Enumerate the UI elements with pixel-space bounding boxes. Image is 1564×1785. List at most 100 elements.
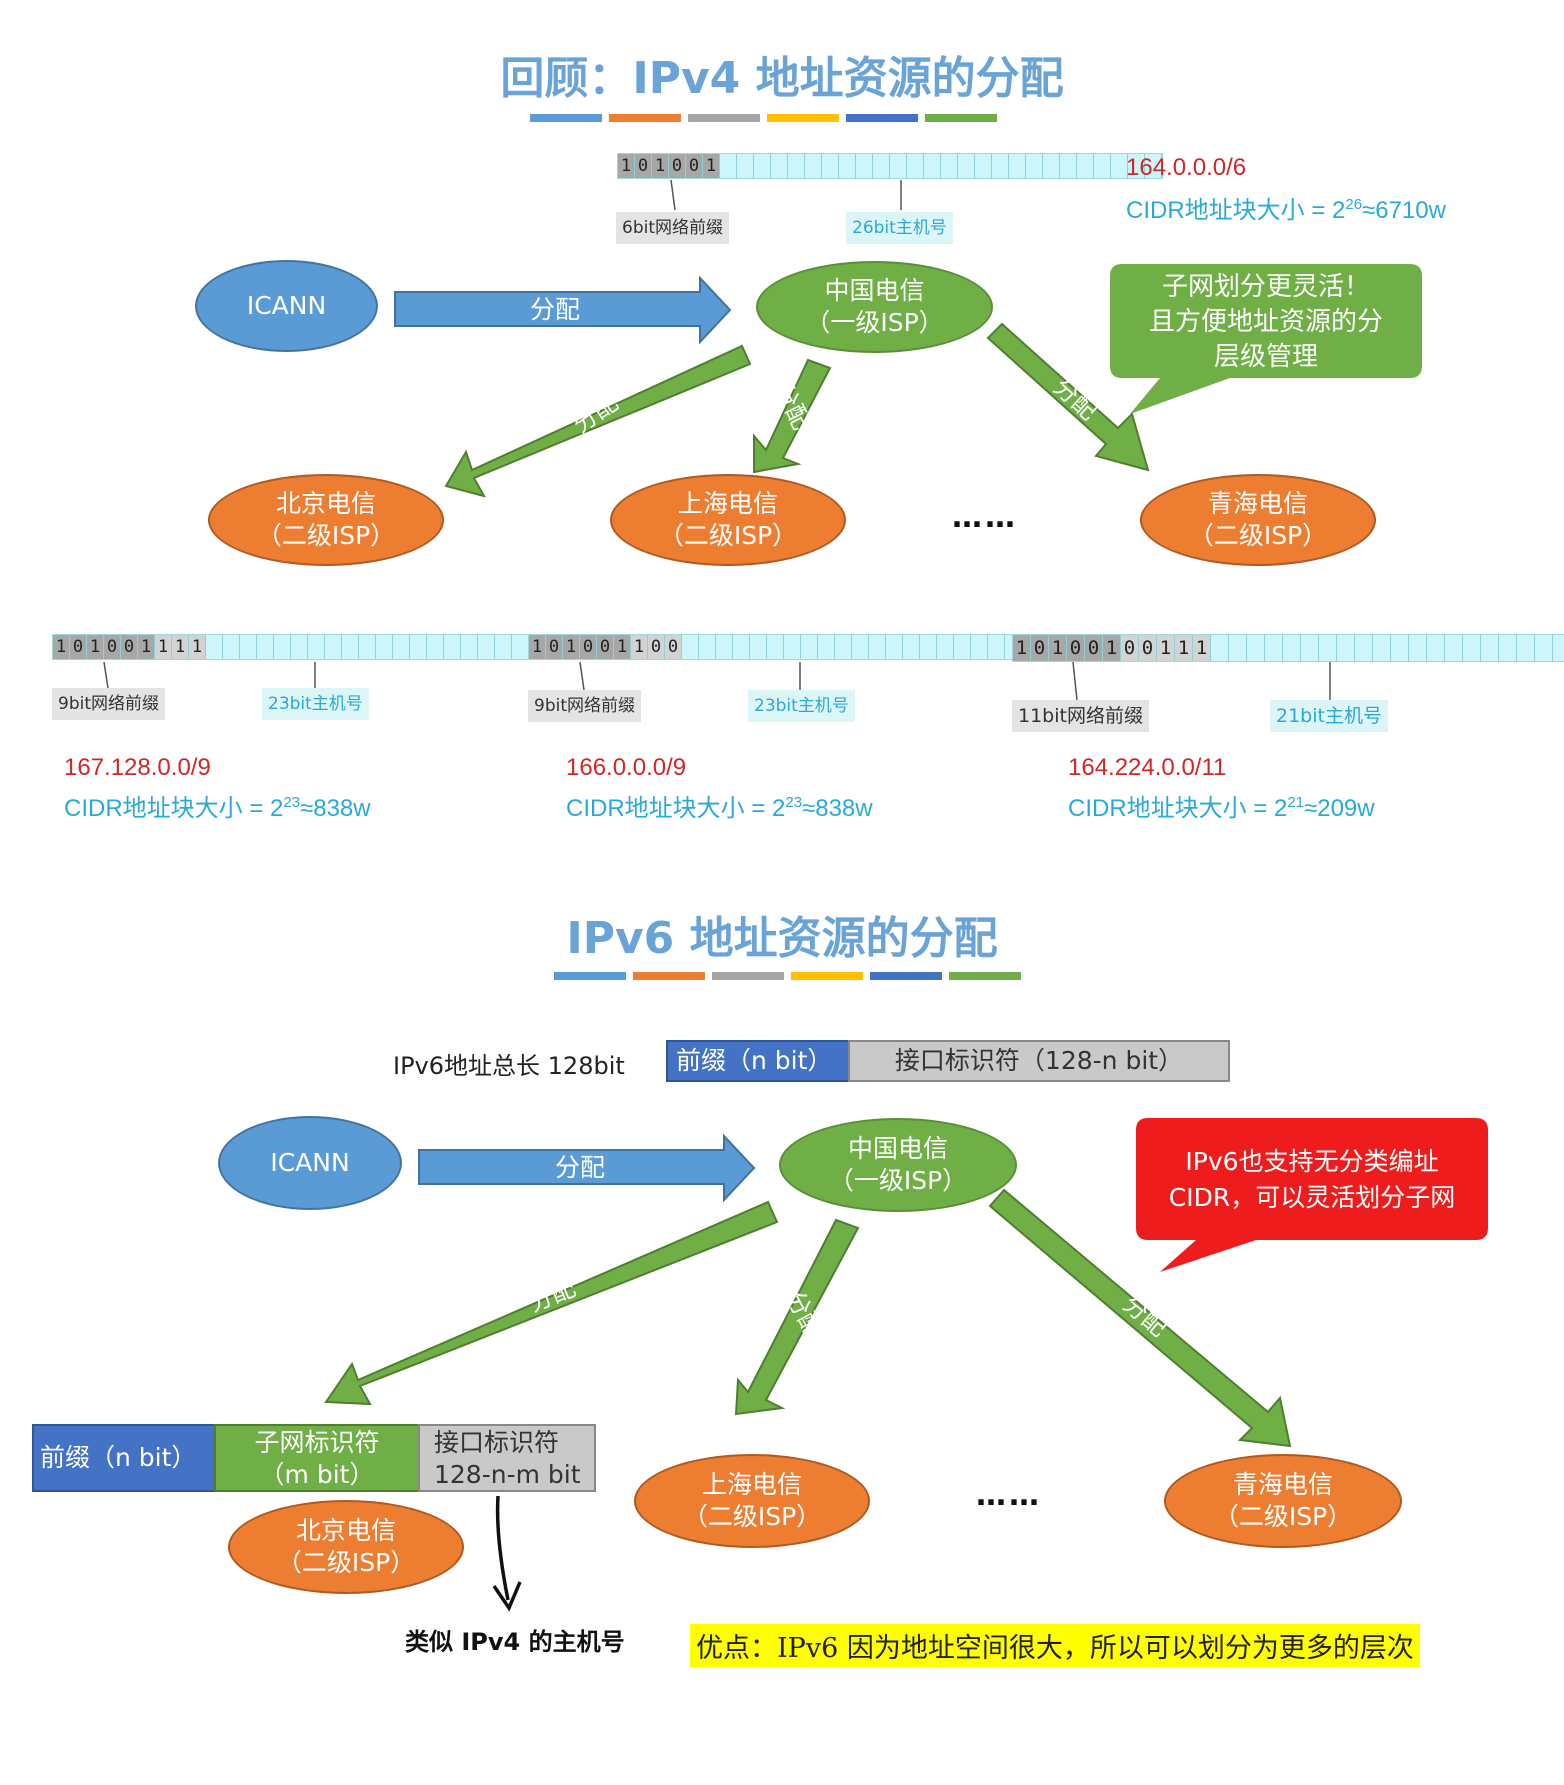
bit-cell: 0 <box>70 635 87 659</box>
bit-cell <box>1128 154 1145 178</box>
bit-cell <box>1427 635 1445 661</box>
title-stripe <box>609 114 681 122</box>
ipv6-callout-bubble <box>1136 1118 1488 1272</box>
title-stripe <box>633 972 705 980</box>
bit-cell <box>733 635 750 659</box>
ipv6-icann-node: ICANN <box>218 1116 402 1210</box>
title-stripe <box>688 114 760 122</box>
ipv4-callout-bubble <box>1110 264 1422 414</box>
bit-cell <box>291 635 308 659</box>
bit-cell <box>992 154 1009 178</box>
bit-cell <box>1229 635 1247 661</box>
bit-cell <box>754 154 771 178</box>
bit-cell: 1 <box>189 635 206 659</box>
bit-cell <box>958 154 975 178</box>
bit-cell <box>274 635 291 659</box>
bit-cell <box>886 635 903 659</box>
ipv6-ellipsis: …… <box>976 1478 1042 1513</box>
top-host-label: 26bit主机号 <box>846 212 953 244</box>
sub0-cidr: 167.128.0.0/9 <box>64 754 211 781</box>
bit-cell <box>1094 154 1111 178</box>
ipv4-node-beijing: 北京电信（二级ISP） <box>208 474 444 566</box>
bit-cell <box>325 635 342 659</box>
bit-cell <box>699 635 716 659</box>
bit-cell: 0 <box>665 635 682 659</box>
sub0-prefix-label: 9bit网络前缀 <box>52 688 165 720</box>
bit-cell <box>308 635 325 659</box>
bit-cell <box>805 154 822 178</box>
bit-cell: 1 <box>614 635 631 659</box>
sub0-size: CIDR地址块大小 = 223≈838w <box>64 794 371 822</box>
title-stripe <box>791 972 863 980</box>
ipv4-node-qinghai: 青海电信（二级ISP） <box>1140 474 1376 566</box>
bit-cell: 0 <box>597 635 614 659</box>
sub-prefix-segment: 前缀（n bit） <box>32 1424 216 1492</box>
ipv6-arrow-to-qinghai <box>988 1188 1292 1448</box>
bit-cell <box>1499 635 1517 661</box>
bit-cell <box>1043 154 1060 178</box>
sub1-host-label: 23bit主机号 <box>748 690 855 722</box>
bit-cell: 1 <box>155 635 172 659</box>
sub0-host-label: 23bit主机号 <box>262 688 369 720</box>
bit-cell <box>852 635 869 659</box>
bit-cell <box>1301 635 1319 661</box>
bit-cell: 1 <box>172 635 189 659</box>
title-stripe <box>712 972 784 980</box>
bit-cell: 1 <box>652 154 669 178</box>
bit-cell <box>1009 154 1026 178</box>
bit-cell <box>920 635 937 659</box>
bit-cell <box>801 635 818 659</box>
bit-cell <box>461 635 478 659</box>
bit-cell <box>444 635 461 659</box>
bit-cell <box>1535 635 1553 661</box>
sub1-size: CIDR地址块大小 = 223≈838w <box>566 794 873 822</box>
ipv6-title: IPv6 地址资源的分配 <box>566 913 998 964</box>
bit-cell <box>206 635 223 659</box>
arrow-to-shanghai <box>753 358 832 474</box>
bit-cell <box>478 635 495 659</box>
bit-cell <box>1445 635 1463 661</box>
subnet-id-segment: 子网标识符 （m bit） <box>214 1424 420 1492</box>
bit-cell <box>1409 635 1427 661</box>
bit-cell: 0 <box>1085 635 1103 661</box>
bit-cell <box>495 635 512 659</box>
title-stripe <box>846 114 918 122</box>
bit-cell: 0 <box>104 635 121 659</box>
bit-cell: 0 <box>1031 635 1049 661</box>
bit-cell <box>1517 635 1535 661</box>
top-cidr-size: CIDR地址块大小 = 226≈6710w <box>1126 196 1446 224</box>
bit-cell: 1 <box>618 154 635 178</box>
bit-cell <box>1145 154 1162 178</box>
ipv6-assign-label: 分配 <box>555 1153 605 1182</box>
bit-cell <box>788 154 805 178</box>
bit-cell <box>1111 154 1128 178</box>
ipv4-assign-arrow <box>394 275 732 345</box>
ipv4-title: 回顾：IPv4 地址资源的分配 <box>500 53 1064 104</box>
ipv6-arrow-to-beijing <box>324 1200 779 1406</box>
bit-cell <box>767 635 784 659</box>
arrow-to-beijing <box>444 344 752 498</box>
bit-cell <box>873 154 890 178</box>
bit-cell: 1 <box>87 635 104 659</box>
bit-cell: 0 <box>669 154 686 178</box>
bit-cell <box>716 635 733 659</box>
bit-cell: 0 <box>686 154 703 178</box>
top-prefix-leader <box>670 179 676 211</box>
title-stripe <box>925 114 997 122</box>
bit-cell <box>223 635 240 659</box>
bit-cell <box>342 635 359 659</box>
bit-cell: 1 <box>53 635 70 659</box>
bit-cell <box>1391 635 1409 661</box>
bit-cell <box>1265 635 1283 661</box>
ipv4-assign-label: 分配 <box>530 295 580 324</box>
sub1-prefix-label: 9bit网络前缀 <box>528 690 641 722</box>
bit-cell: 1 <box>1049 635 1067 661</box>
sub2-host-label: 21bit主机号 <box>1270 700 1388 732</box>
ipv6-interface-segment: 接口标识符（128-n bit） <box>848 1040 1230 1082</box>
bit-cell <box>393 635 410 659</box>
bit-cell <box>856 154 873 178</box>
bit-cell <box>937 635 954 659</box>
